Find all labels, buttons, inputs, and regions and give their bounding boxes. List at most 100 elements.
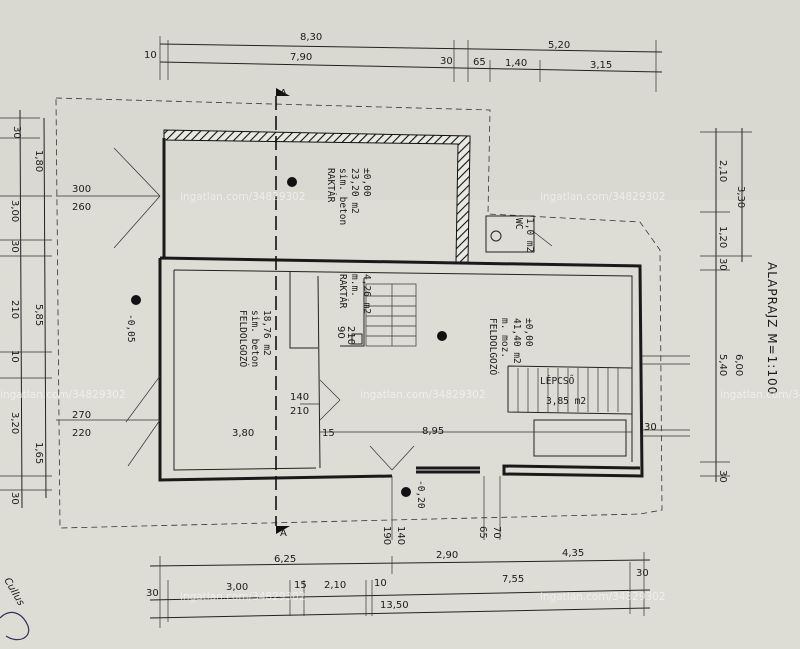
watermark-5: ingatlan.com/34829302 [720, 389, 800, 401]
section-marker-top: A [280, 88, 287, 99]
dim-left-300: 3,00 [9, 200, 20, 222]
room-lepcso-area: 3,85 m2 [546, 396, 586, 407]
room-feld-big-level: ±0,00 [523, 318, 534, 347]
dim-bot-210: 2,10 [324, 580, 346, 591]
room-feld-left-name: FELDOLGOZÓ [237, 310, 249, 367]
section-marker-bottom: A [280, 528, 287, 539]
dim-left-30-mid: 30 [9, 240, 20, 253]
dim-right-540: 5,40 [717, 354, 728, 376]
dim-left-180: 1,80 [33, 150, 44, 172]
room-raktar-big-name: RAKTÁR [325, 168, 337, 203]
dim-bot-435: 4,35 [562, 548, 584, 559]
dim-bot-30-right: 30 [636, 568, 649, 579]
dim-top-830: 8,30 [300, 32, 322, 43]
room-raktar-big-area: 23,20 m2 [349, 168, 360, 214]
dim-left-30-top: 30 [11, 126, 22, 139]
room-feld-big-finish: m. moz. [499, 318, 510, 358]
dim-right-30: 30 [717, 258, 728, 271]
room-wc-area: 1,0 m2 [524, 218, 535, 252]
dim-int-190: 190 [381, 526, 392, 545]
interior-dimensions: 300 260 270 220 3,80 140 210 15 8,95 30 … [56, 184, 657, 545]
dim-int-30: 30 [644, 422, 657, 433]
watermark-3: ingatlan.com/34829302 [0, 389, 126, 401]
room-feld-left-area: 18,76 m2 [261, 310, 272, 356]
dim-bot-1350: 13,50 [380, 600, 409, 611]
room-feld-big-name: FELDOLGOZÓ [487, 318, 499, 375]
dim-int-380: 3,80 [232, 428, 254, 439]
dim-bot-15: 15 [294, 580, 307, 591]
dim-right-330: 3,30 [735, 186, 746, 208]
building-walls [113, 129, 690, 482]
room-feld-left: FELDOLGOZÓ sim. beton 18,76 m2 [237, 310, 272, 367]
room-raktar-big-level: ±0,00 [361, 168, 372, 197]
room-raktar-small-name: RAKTÁR [337, 274, 349, 309]
room-lepcso-name: LÉPCSŐ [540, 375, 575, 387]
dim-int-140b: 140 [395, 526, 406, 545]
dim-int-220: 220 [72, 428, 91, 439]
right-dimension-chains: 3,30 2,10 1,20 30 6,00 5,40 30 [700, 128, 752, 483]
dim-right-210: 2,10 [717, 160, 728, 182]
dim-left-320: 3,20 [9, 412, 20, 434]
level-left-outside: -0,05 [125, 314, 136, 343]
dim-int-210b: 210 [345, 326, 356, 345]
bottom-dimension-chains: 6,25 2,90 4,35 30 3,00 15 2,10 10 7,55 3… [146, 548, 651, 628]
room-raktar-big-finish: sim. beton [337, 168, 348, 225]
watermarks: ingatlan.com/34829302 ingatlan.com/34829… [0, 191, 800, 603]
watermark-2: ingatlan.com/34829302 [540, 191, 666, 203]
dim-top-140: 1,40 [505, 58, 527, 69]
dim-right-600: 6,00 [733, 354, 744, 376]
watermark-6: ingatlan.com/34829302 [180, 591, 306, 603]
room-raktar-small-area: 4,26 m2 [361, 274, 372, 314]
dim-int-895: 8,95 [422, 426, 444, 437]
paper-shadow [0, 0, 800, 200]
top-dimension-chains: 8,30 5,20 10 7,90 30 65 1,40 3,15 [144, 32, 663, 92]
dim-top-65: 65 [473, 57, 486, 68]
dim-left-210: 210 [9, 300, 20, 319]
handwritten-scribble [0, 611, 30, 641]
dim-bot-30-left: 30 [146, 588, 159, 599]
dim-right-120: 1,20 [717, 226, 728, 248]
room-raktar-small: RAKTÁR m.m. 4,26 m2 [337, 274, 372, 314]
dim-left-10: 10 [9, 350, 20, 363]
dim-top-520: 5,20 [548, 40, 570, 51]
watermark-7: ingatlan.com/34829302 [540, 591, 666, 603]
dim-left-165: 1,65 [33, 442, 44, 464]
room-wc: WC 1,0 m2 [513, 218, 535, 252]
dim-bot-755: 7,55 [502, 574, 524, 585]
plot-boundary [55, 97, 663, 529]
dim-bot-10: 10 [374, 578, 387, 589]
dim-top-30: 30 [440, 56, 453, 67]
room-feld-big-area: 41,40 m2 [511, 318, 522, 364]
room-wc-name: WC [513, 218, 524, 229]
dim-int-65: 65 [477, 526, 488, 539]
dim-int-70: 70 [491, 526, 502, 539]
watermark-4: ingatlan.com/34829302 [360, 389, 486, 401]
dim-bot-300: 3,00 [226, 582, 248, 593]
room-raktar-big: RAKTÁR sim. beton 23,20 m2 ±0,00 [325, 168, 372, 225]
room-raktar-small-finish: m.m. [349, 274, 360, 297]
room-feld-big: FELDOLGOZÓ m. moz. 41,40 m2 ±0,00 [487, 318, 534, 375]
dim-top-315: 3,15 [590, 60, 612, 71]
level-markers [131, 177, 447, 497]
dim-int-270: 270 [72, 410, 91, 421]
dim-top-10: 10 [144, 50, 157, 61]
section-axis: A A [275, 88, 290, 539]
room-lepcso: LÉPCSŐ 3,85 m2 [540, 375, 586, 407]
dim-int-90: 90 [335, 326, 346, 339]
dim-int-210: 210 [290, 406, 309, 417]
dim-int-140: 140 [290, 392, 309, 403]
dim-int-15: 15 [322, 428, 335, 439]
level-entrance: -0,20 [415, 480, 426, 509]
dim-bot-290: 2,90 [436, 550, 458, 561]
dim-int-260: 260 [72, 202, 91, 213]
drawing-title: ALAPRAJZ M=1:100 [765, 262, 779, 395]
watermark-1: ingatlan.com/34829302 [180, 191, 306, 203]
left-dimension-chains: 30 1,80 3,00 30 210 10 5,85 3,20 1,65 30 [0, 109, 52, 509]
dim-left-585: 5,85 [33, 304, 44, 326]
dim-bot-625: 6,25 [274, 554, 296, 565]
dim-top-790: 7,90 [290, 52, 312, 63]
dim-int-300: 300 [72, 184, 91, 195]
dim-right-30-bot: 30 [717, 470, 728, 483]
dim-left-30-bot: 30 [9, 492, 20, 505]
